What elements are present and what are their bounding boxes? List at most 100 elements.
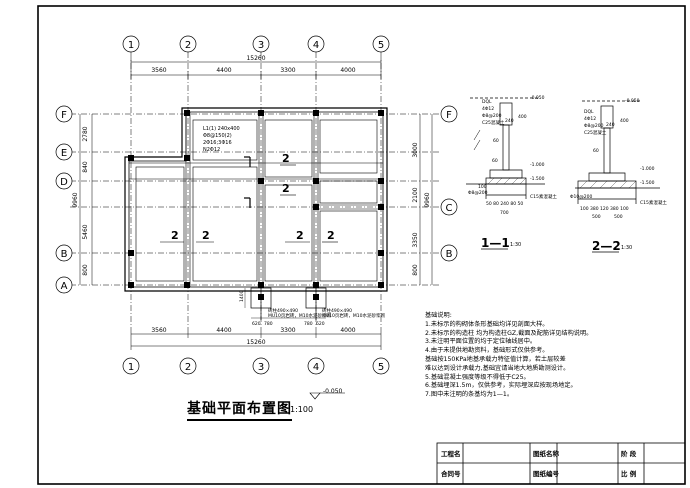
sec2-elev-mid: -1.000 (640, 166, 655, 172)
foundation-mark: 2 (202, 229, 210, 242)
tb-drawing-name-label: 图纸名称 (533, 449, 560, 458)
title-block-lines (436, 442, 686, 485)
dim-left-span-3: 5460 (82, 224, 89, 239)
axis-label-E-left: E (61, 148, 67, 159)
sec1-base-60: 60 (492, 158, 498, 164)
axis-label-F-left: F (61, 110, 67, 121)
foundation-walls (124, 107, 388, 292)
tb-drawing-no-label: 图纸编号 (533, 469, 560, 478)
beam-label: L1(1) 240x400 Φ8@150(2) 2Φ16;3Φ16 N2Φ12 (203, 126, 240, 153)
sec1-dim-700: 700 (500, 210, 509, 216)
title-block-labels: 工程名 图纸名称 阶 段 合同号 图纸编号 比 例 (440, 449, 637, 478)
beam-label-line2: Φ8@150(2) (203, 133, 232, 139)
axis-label-B-right: B (446, 249, 453, 260)
sec1-rebar-bottom: Φ8@200 (468, 190, 488, 196)
sec2-title: 2—2 (592, 239, 621, 253)
sec2-bottom-dims: 100 380 120 380 100 (580, 206, 629, 212)
foundation-mark: 2 (327, 229, 335, 242)
dim-left-span-1: 2780 (82, 126, 89, 141)
sec2-dim-60: 60 (593, 148, 599, 154)
axis-label-5-top: 5 (378, 40, 384, 51)
dim-texts-left: 2780 840 5460 800 9960 (72, 126, 89, 276)
axis-label-C-right: C (446, 203, 453, 214)
dim-bottom-span-1: 3560 (151, 327, 166, 334)
foundation-marks: 2 2 2 2 2 2 (171, 152, 335, 242)
dim-top-span-3: 3300 (280, 67, 295, 74)
notes-line-6: 难以达到设计承载力,基础宜请当地大地质勘测设计。 (425, 364, 570, 372)
sec1-title: 1—1 (481, 236, 510, 250)
axis-label-2-bottom: 2 (185, 362, 191, 373)
sec2-scale: 1:30 (621, 245, 632, 251)
pier-dim-lines (244, 288, 326, 319)
notes-line-9: 7.图中未注明的条基均为1—1。 (425, 391, 514, 399)
dim-lines-bottom (130, 330, 382, 350)
axis-label-1-bottom: 1 (128, 362, 134, 373)
sec1-elev-mid: -1.000 (530, 162, 545, 168)
pier-dim-780a: 780 (264, 321, 273, 327)
axis-bubbles-top (122, 35, 390, 53)
axis-bubbles-right (440, 105, 458, 262)
axis-label-F-right: F (446, 110, 452, 121)
axis-label-5-bottom: 5 (378, 362, 384, 373)
sec1-dim-400: 400 (518, 114, 527, 120)
sec2-dim-400: 400 (620, 118, 629, 124)
dim-right-span-3: 3350 (412, 232, 419, 247)
dim-top-span-2: 4400 (216, 67, 231, 74)
axis-label-A-left: A (61, 281, 68, 292)
sec2-base-dim-1: 500 (592, 214, 601, 220)
axis-labels: 1 2 3 4 5 1 2 3 4 5 F E D B A F C B (60, 40, 452, 373)
section-2-2 (575, 100, 660, 204)
sec1-bottom-dims: 50 80 240 80 50 (486, 201, 523, 207)
pier-columns (258, 294, 319, 300)
section-2-2-hatch (579, 180, 637, 189)
axis-label-4-top: 4 (313, 40, 319, 51)
beam-label-line4: N2Φ12 (203, 147, 220, 153)
dim-left-span-4: 800 (82, 264, 89, 276)
pier-note-short-2: 砖柱490×490 (322, 307, 352, 314)
sec1-elev-low: -1.500 (530, 176, 545, 182)
dim-bottom-span-2: 4400 (216, 327, 231, 334)
pier-note-2: MU10页岩砖，M10水泥砂浆砌 (322, 312, 386, 319)
notes-line-4: 4.由于未提供地勘资料，基础形式仅供参考。 (425, 347, 549, 355)
plan-scale: 1:100 (290, 405, 314, 414)
sec2-elev-top: -0.050 (625, 98, 640, 104)
dim-top-total: 15260 (246, 55, 265, 62)
dim-bottom-total: 15260 (246, 339, 265, 346)
dim-lines-right (419, 114, 433, 285)
axis-label-2-top: 2 (185, 40, 191, 51)
notes-line-7: 5.基础混凝土强度等级不得低于C25。 (425, 373, 530, 381)
tb-stage-label: 阶 段 (621, 449, 637, 458)
pier-note-1: MU10页岩砖，M10水泥砂浆砌 (268, 312, 332, 319)
sec1-elev-top: -0.050 (530, 95, 545, 101)
plan-title: 基础平面布置图 (187, 398, 292, 421)
foundation-notes: 基础说明: 1.未标示的构砌体条形基础均详见剖面大样。 2.未标示的构造柱 均为… (425, 312, 592, 400)
dim-right-span-2: 2100 (412, 187, 419, 202)
plan-elevation: -0.050 (323, 388, 343, 395)
beam-label-line1: L1(1) 240x400 (203, 126, 240, 132)
sec2-rebar-bottom: Φ10@200 (570, 194, 592, 200)
sec1-dql: DQL (482, 99, 492, 105)
tb-scale-label: 比 例 (621, 469, 637, 478)
sec1-base-100: 100 (478, 184, 487, 190)
sec2-c15: C15素混凝土 (640, 199, 667, 206)
dim-top-span-4: 4000 (340, 67, 355, 74)
dim-right-span-1: 3000 (412, 142, 419, 157)
beam-label-line3: 2Φ16;3Φ16 (203, 140, 232, 146)
sec2-dim-240: 240 (606, 122, 615, 128)
dim-texts-right: 3000 2100 3350 800 9960 (412, 142, 431, 276)
pier-dim-620: 620 (252, 321, 261, 327)
section-1-1 (466, 97, 545, 199)
dim-left-total: 9960 (72, 192, 79, 207)
dim-texts-top: 15260 3560 4400 3300 4000 3560 4400 3300… (151, 55, 355, 346)
sec1-dim-60: 60 (493, 138, 499, 144)
tb-project-label: 工程名 (441, 449, 461, 458)
notes-line-1: 1.未标示的构砌体条形基础均详见剖面大样。 (425, 320, 549, 328)
foundation-mark: 2 (171, 229, 179, 242)
notes-heading: 基础说明: (425, 312, 452, 319)
sec2-rebar-top: 4Φ12 (584, 116, 596, 122)
section-1-1-hatch (487, 177, 527, 185)
sec1-scale: 1:30 (510, 242, 521, 248)
dim-lines-top (130, 58, 382, 79)
notes-line-8: 6.基础埋深1.5m，仅供参考，实际埋深应按现场地定。 (425, 382, 577, 390)
